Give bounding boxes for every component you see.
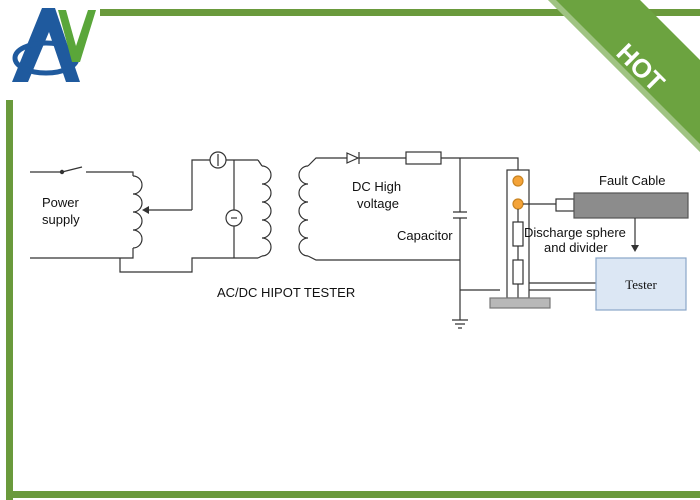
switch-pivot xyxy=(59,169,65,175)
hot-ribbon-edge xyxy=(548,0,700,152)
wire-wiper-up xyxy=(191,159,258,210)
logo-v-shape xyxy=(58,10,96,62)
label-discharge-line2: and divider xyxy=(544,240,608,255)
ground-symbol xyxy=(452,319,468,329)
cable-tester-arrow xyxy=(631,245,639,252)
hot-badge: HOT xyxy=(548,0,700,152)
label-power-supply-line1: Power xyxy=(42,195,80,210)
hot-ribbon xyxy=(548,0,700,152)
label-tester-title: AC/DC HIPOT TESTER xyxy=(217,285,355,300)
wire-return-bottom xyxy=(119,257,258,273)
circuit-diagram xyxy=(30,151,689,329)
label-dc-high-line2: voltage xyxy=(357,196,399,211)
fault-cable xyxy=(573,192,689,219)
label-dc-high-line1: DC High xyxy=(352,179,401,194)
switch-blade xyxy=(61,166,83,173)
label-discharge-line1: Discharge sphere xyxy=(524,225,626,240)
wire-secondary-top xyxy=(307,157,347,167)
transformer-primary-coil xyxy=(261,165,272,257)
wire-to-autotransformer xyxy=(86,171,134,176)
wire-coil-bottom xyxy=(120,248,134,259)
top-frame-bar xyxy=(100,9,700,16)
brand-logo: AV xyxy=(12,8,96,82)
wiper-arrow xyxy=(142,206,149,214)
diagram-labels: Power supply DC High voltage Capacitor A… xyxy=(42,173,665,300)
cable-connector xyxy=(555,198,575,212)
divider-resistor-upper xyxy=(512,221,524,247)
label-fault-cable: Fault Cable xyxy=(599,173,665,188)
transformer-secondary-coil xyxy=(298,165,309,257)
wire-to-divider xyxy=(441,157,519,170)
divider-base xyxy=(489,297,551,309)
autotransformer-coil xyxy=(132,175,143,249)
diode-symbol xyxy=(346,152,360,164)
label-tester-box: Tester xyxy=(625,277,657,292)
label-capacitor: Capacitor xyxy=(397,228,453,243)
divider-resistor-lower xyxy=(512,259,524,285)
sphere-lower xyxy=(512,198,524,210)
left-frame-bar xyxy=(6,100,13,500)
primary-lead-top xyxy=(257,159,263,167)
wire-secondary-bottom xyxy=(307,255,460,261)
wire-divider-tester xyxy=(529,282,596,291)
primary-lead-bottom xyxy=(257,255,263,259)
label-power-supply-line2: supply xyxy=(42,212,80,227)
logo-a-shape xyxy=(12,8,80,82)
limiting-resistor xyxy=(405,151,442,165)
bottom-frame-bar xyxy=(6,491,700,498)
tester-box xyxy=(595,257,687,311)
sphere-upper xyxy=(512,175,524,187)
